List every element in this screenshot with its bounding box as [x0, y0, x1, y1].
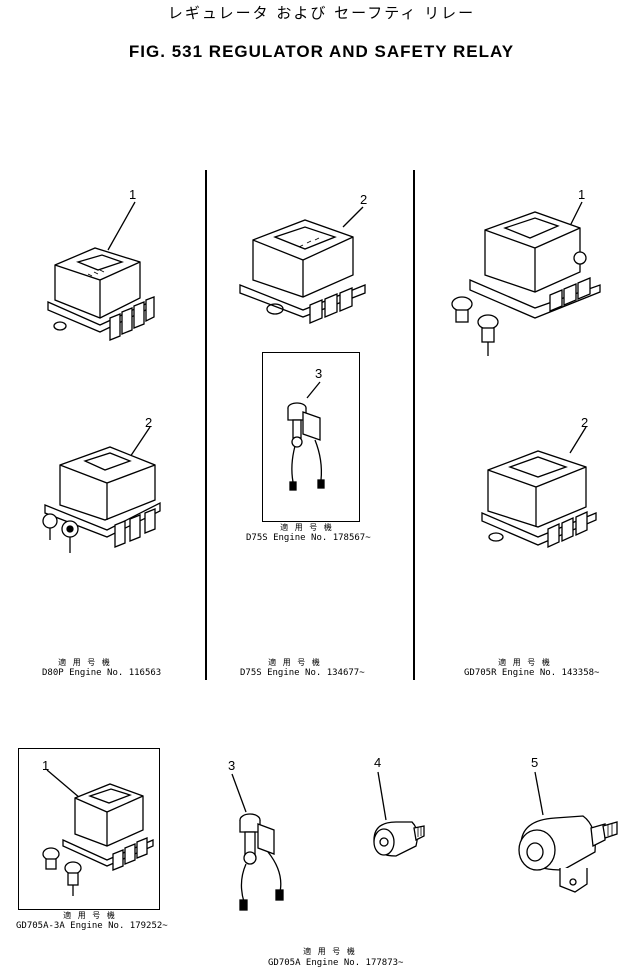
divider-right [413, 170, 415, 680]
pressure-switch-icon [373, 771, 425, 857]
regulator-with-relay-icon [42, 426, 161, 553]
applicability-label-center: 適 用 号 機 [268, 658, 322, 667]
detail-box-center [262, 352, 360, 522]
engine-no-right: GD705R Engine No. 143358~ [464, 668, 600, 678]
callout-left-2: 2 [145, 415, 153, 430]
regulator-icon [239, 206, 366, 324]
regulator-icon [47, 201, 155, 341]
engine-no-bottom: GD705A Engine No. 177873~ [268, 958, 404, 968]
applicability-label-bottom-box: 適 用 号 機 [63, 911, 117, 920]
callout-bottom-5: 5 [531, 755, 539, 770]
callout-right-2: 2 [581, 415, 589, 430]
detail-box-bottom [18, 748, 160, 910]
safety-relay-icon [231, 773, 284, 911]
engine-no-center: D75S Engine No. 134677~ [240, 668, 365, 678]
applicability-label-bottom: 適 用 号 機 [303, 947, 357, 956]
applicability-label-center-box: 適 用 号 機 [280, 523, 334, 532]
engine-no-bottom-box: GD705A-3A Engine No. 179252~ [16, 921, 168, 931]
engine-no-left: D80P Engine No. 116563 [42, 668, 162, 678]
callout-left-1: 1 [129, 187, 137, 202]
callout-bottom-3: 3 [228, 758, 236, 773]
divider-left [205, 170, 207, 680]
solenoid-icon [518, 771, 618, 893]
callout-center-2: 2 [360, 192, 368, 207]
engine-no-center-box: D75S Engine No. 178567~ [246, 533, 371, 543]
safety-relay-icon [287, 381, 325, 491]
title-japanese: レギュレータ および セーフティ リレー [167, 4, 476, 22]
figure-title: FIG. 531 REGULATOR AND SAFETY RELAY [128, 42, 515, 61]
callout-right-1: 1 [578, 187, 586, 202]
applicability-label-right: 適 用 号 機 [498, 658, 552, 667]
regulator-with-relay-icon [451, 201, 601, 356]
callout-bottom-1: 1 [42, 758, 50, 773]
regulator-icon [481, 426, 597, 549]
regulator-with-relay-icon [42, 769, 154, 896]
callout-bottom-4: 4 [374, 755, 382, 770]
callout-center-3: 3 [315, 366, 323, 381]
applicability-label-left: 適 用 号 機 [58, 658, 112, 667]
